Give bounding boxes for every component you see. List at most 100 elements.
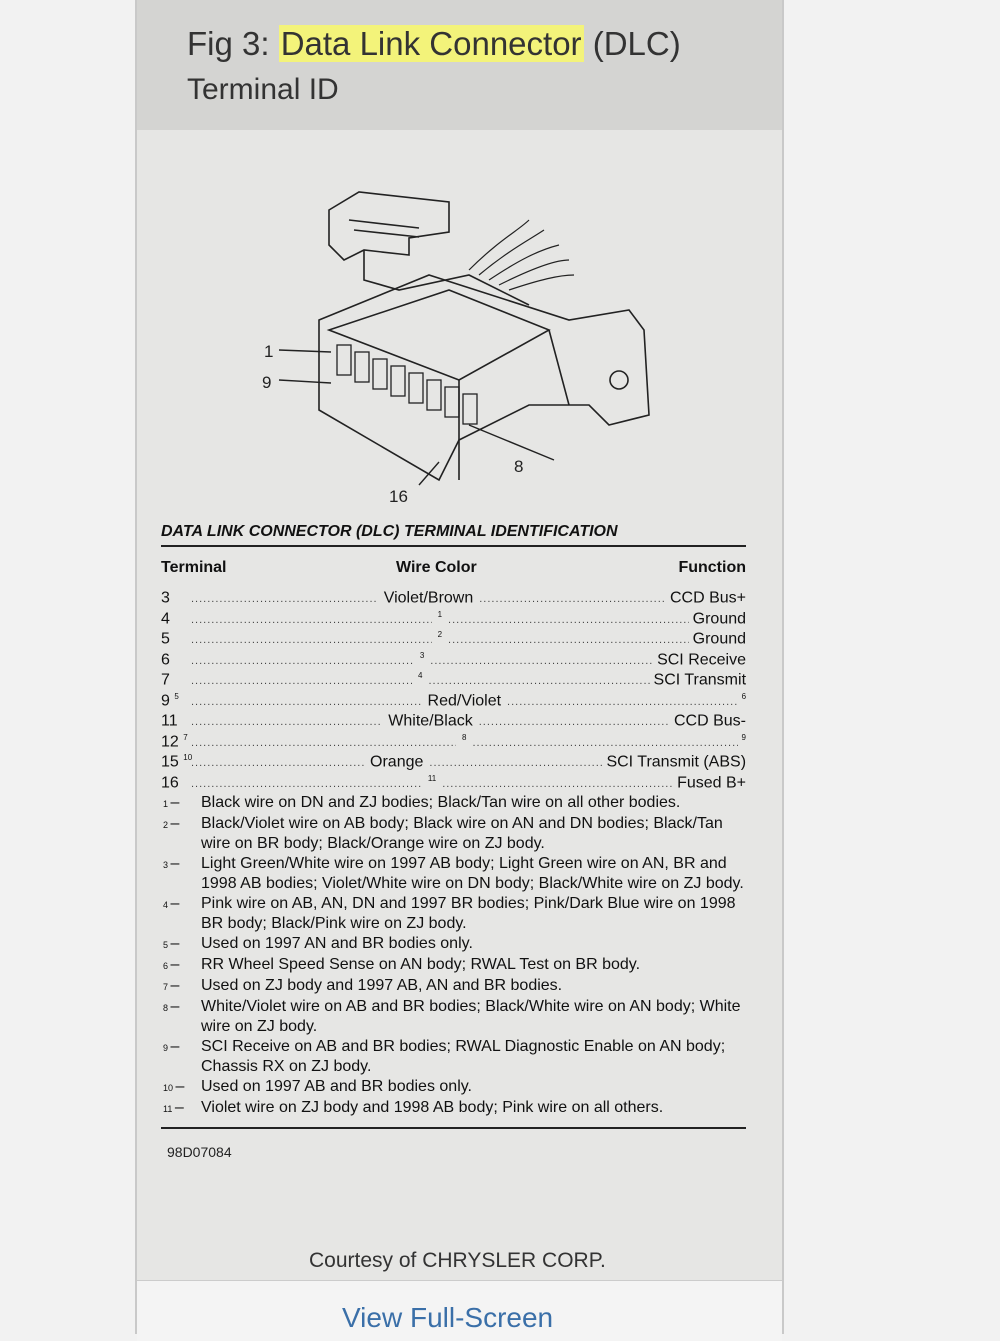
table-row: 9 5 Red/Violet 6 [161,687,747,711]
function-text: SCI Receive [657,650,746,668]
function-cell: Ground [689,625,746,649]
footnote-index: 7 [163,982,169,992]
terminal-cell: 4 [161,605,191,629]
table-row: 7 4SCI Transmit [161,666,747,690]
function-text: Ground [692,609,747,627]
footnote-text: RR Wheel Speed Sense on AN body; RWAL Te… [201,956,641,973]
wire-color-cell: Red/Violet [422,687,508,711]
function-text: Fused B+ [677,773,746,791]
wire-color-cell: White/Black [382,707,478,731]
function-cell: CCD Bus+ [666,584,746,608]
table-title: DATA LINK CONNECTOR (DLC) TERMINAL IDENT… [161,522,746,547]
leader-dots [442,774,673,794]
terminal-cell: 5 [161,625,191,649]
courtesy-credit: Courtesy of CHRYSLER CORP. [309,1249,606,1272]
footnote-number: 6 – [163,956,180,973]
wire-color-cell: 2 [432,625,448,649]
footnote: 2 – Black/Violet wire on AB body; Black w… [161,814,751,854]
footnote-number: 3 – [163,855,180,872]
function-cell: SCI Receive [653,646,746,670]
footnote-text: White/Violet wire on AB and BR bodies; B… [201,998,741,1035]
wire-color-cell: Orange [364,748,429,772]
terminal-number: 16 [161,773,179,791]
footnote-number: 4 – [163,895,180,912]
wire-color: White/Black [388,712,473,730]
function-cell: Ground [689,605,746,629]
footnote: 11 – Violet wire on ZJ body and 1998 AB b… [161,1098,751,1119]
footnote: 4 –Pink wire on AB, AN, DN and 1997 BR b… [161,894,751,934]
table-row: 5 2 Ground [161,625,746,649]
terminal-cell: 9 5 [161,687,191,711]
title-highlight: Data Link Connector [278,25,584,62]
footnote-index: 5 [163,940,169,950]
footnote-text: Used on 1997 AB and BR bodies only. [201,1078,472,1095]
footnote-text: Violet wire on ZJ body and 1998 AB body;… [201,1099,664,1116]
terminal-cell: 12 7 [161,728,191,752]
connector-diagram [278,191,650,486]
pin-8-label: 8 [514,457,524,476]
terminal-cell: 15 10 [161,748,193,772]
figure-panel: Fig 3: Data Link Connector (DLC) Termina… [135,0,784,1341]
wire-color: Violet/Brown [383,589,474,607]
terminal-number: 3 [161,589,170,607]
header-wire-color: Wire Color [396,559,477,576]
table-row: 6 3SCI Receive [161,646,746,670]
wire-color-cell: 1 [432,605,448,629]
footnote-text: Used on 1997 AN and BR bodies only. [201,935,473,952]
function-note: 9 [741,732,746,742]
footnote-number: 9 – [163,1038,180,1055]
footnote-number: 10 – [163,1078,185,1095]
terminal-number: 15 [161,753,179,771]
terminal-note: 10 [183,753,193,762]
table-row: 4 1 Ground [161,605,746,629]
terminal-cell: 16 [161,769,191,793]
footnote: 6 – RR Wheel Speed Sense on AN body; RWAL… [161,955,751,976]
function-text: CCD Bus+ [669,589,746,607]
wire-note: 1 [437,609,443,619]
terminal-number: 9 [161,691,170,709]
function-text: CCD Bus- [674,712,747,730]
footnote-index: 8 [163,1003,169,1013]
title-suffix: (DLC) [583,25,681,62]
footnote-index: 10 [163,1083,174,1093]
footnote: 3 –Light Green/White wire on 1997 AB bod… [161,854,751,894]
footnote-index: 1 [163,799,169,809]
terminal-cell: 3 [161,584,191,608]
wire-note: 8 [462,732,467,742]
terminal-table: 3 Violet/BrownCCD Bus+4 1Ground5 2Ground… [161,584,747,791]
wire-color-cell: 4 [412,666,428,690]
wire-color-cell: 8 [456,728,472,752]
footnote-number: 1 – [163,794,180,811]
table-row: 12 7 8 9 [161,728,746,752]
footnote-index: 6 [163,961,169,971]
footnote-text: SCI Receive on AB and BR bodies; RWAL Di… [201,1038,726,1075]
function-cell: Fused B+ [673,769,746,793]
footnote-number: 2 – [163,815,180,832]
function-text: SCI Transmit (ABS) [606,753,747,771]
terminal-cell: 11 [161,707,191,731]
function-text: SCI Transmit [653,671,747,689]
footnote-index: 3 [163,860,169,870]
footnote-number: 11 – [163,1099,184,1116]
table-row: 3 Violet/Brown CCD Bus+ [161,584,746,608]
function-note: 6 [741,691,747,701]
wire-color: Orange [370,753,424,771]
terminal-number: 5 [161,630,170,648]
wire-note: 11 [427,773,437,783]
footnote: 5 – Used on 1997 AN and BR bodies only. [161,934,751,955]
figure-code: 98D07084 [167,1144,232,1160]
wire-note: 4 [418,671,423,680]
wire-color: Red/Violet [427,691,502,709]
table-header: Terminal Wire Color Function [161,558,746,578]
terminal-number: 6 [161,650,170,668]
footnote-number: 5 – [163,935,180,952]
terminal-cell: 6 [161,646,191,670]
footnote-text: Black/Violet wire on AB body; Black wire… [201,815,723,852]
header-function: Function [678,559,746,576]
wire-note: 2 [437,630,443,639]
function-cell: SCI Transmit (ABS) [602,748,746,772]
footnote-number: 7 – [163,977,180,994]
footnote: 9 – SCI Receive on AB and BR bodies; RWAL… [161,1037,751,1077]
view-fullscreen-link[interactable]: View Full-Screen [342,1302,554,1333]
footnote-number: 8 – [163,998,180,1015]
